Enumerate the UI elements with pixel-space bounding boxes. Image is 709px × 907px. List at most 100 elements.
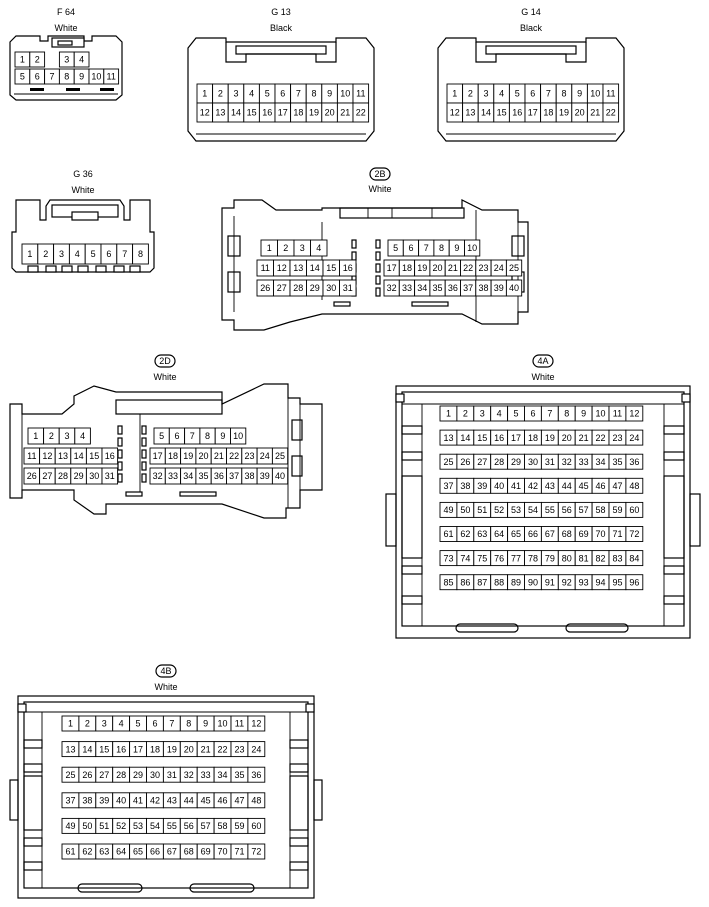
connector-g36-pin-label: 3 (59, 249, 64, 259)
connector-4a-pin-label: 88 (494, 577, 504, 587)
connector-4b-pin-cell (247, 792, 266, 809)
connector-2d-pin-label: 24 (260, 451, 270, 461)
connector-4b-pin-label: 64 (116, 847, 126, 857)
connector-4b-pin-label: 70 (218, 847, 228, 857)
connector-4b-pin-label: 56 (184, 821, 194, 831)
connector-f64-color: White (54, 23, 77, 33)
connector-4b-pin-label: 41 (133, 796, 143, 806)
connector-g14-pin-label: 19 (559, 108, 569, 118)
connector-2d-color: White (153, 372, 176, 382)
connector-4a-pin-label: 37 (443, 481, 453, 491)
connector-g13-pin-label: 20 (325, 108, 335, 118)
connector-4a-pin-label: 57 (579, 505, 589, 515)
connector-4b-pin-label: 31 (167, 770, 177, 780)
connector-g14-pin-label: 5 (515, 89, 520, 99)
connector-2d-pin-label: 12 (42, 451, 52, 461)
connector-g14-pin-label: 22 (606, 108, 616, 118)
connector-4a-pin-label: 75 (477, 553, 487, 563)
connector-2d-pin-label: 29 (74, 471, 84, 481)
connector-4a-pin-label: 91 (545, 577, 555, 587)
connector-2d-pin-label: 38 (244, 471, 254, 481)
connector-4b-pin-label: 43 (167, 796, 177, 806)
connector-2b-pin-label: 38 (478, 283, 488, 293)
connector-4a-pin-label: 83 (612, 553, 622, 563)
connector-2d-pin-label: 22 (229, 451, 239, 461)
connector-g36-pin-label: 4 (75, 249, 80, 259)
connector-4a-pin-label: 93 (579, 577, 589, 587)
connector-2d-pin-label: 10 (233, 431, 243, 441)
connector-4b-pin-label: 32 (184, 770, 194, 780)
connector-2b-color: White (368, 184, 391, 194)
connector-4a-pin-label: 55 (545, 505, 555, 515)
connector-f64-pin-cell (73, 51, 90, 68)
connector-4b-pin-label: 37 (65, 796, 75, 806)
connector-2b-pin-label: 23 (478, 263, 488, 273)
connector-g13-color: Black (270, 23, 293, 33)
connector-4b-pin-label: 22 (218, 744, 228, 754)
connector-4a-pin-label: 77 (511, 553, 521, 563)
connector-g36-pin-label: 8 (138, 249, 143, 259)
connector-4b-pin-label: 71 (234, 847, 244, 857)
connector-2d-pin-label: 5 (159, 431, 164, 441)
connector-2b-pin-cell (339, 279, 357, 297)
connector-2b-pin-cell (339, 259, 357, 277)
connector-4a-pin-label: 8 (564, 409, 569, 419)
connector-4a-pin-label: 85 (443, 577, 453, 587)
connector-4a-pin-cell (625, 477, 644, 494)
connector-2d-pin-label: 26 (27, 471, 37, 481)
connector-4a-pin-label: 58 (596, 505, 606, 515)
connector-4a-pin-label: 84 (629, 553, 639, 563)
connector-4a-pin-label: 48 (629, 481, 639, 491)
connector-2d-pin-label: 8 (205, 431, 210, 441)
connector-2b-pin-label: 33 (402, 283, 412, 293)
connector-4b-pin-label: 3 (102, 719, 107, 729)
connector-4b-pin-label: 13 (65, 744, 75, 754)
connector-g13-pin-label: 5 (265, 89, 270, 99)
connector-2d-pin-label: 27 (42, 471, 52, 481)
connector-4b-pin-label: 16 (116, 744, 126, 754)
connector-g14-pin-label: 18 (543, 108, 553, 118)
connector-4a-pin-label: 59 (612, 505, 622, 515)
connector-4a-pin-label: 52 (494, 505, 504, 515)
connector-4a-pin-label: 60 (629, 505, 639, 515)
connector-4b-pin-label: 1 (68, 719, 73, 729)
connector-4b-pin-label: 53 (133, 821, 143, 831)
connector-g36-code: G 36 (73, 169, 93, 179)
connector-2b-pin-label: 39 (494, 283, 504, 293)
connector-2d-pin-label: 1 (33, 431, 38, 441)
connector-4a-pin-label: 2 (463, 409, 468, 419)
connector-4b-pin-label: 59 (234, 821, 244, 831)
connector-2d-pin-label: 18 (168, 451, 178, 461)
connector-4b-pin-label: 50 (82, 821, 92, 831)
connector-2d-pin-cell (271, 447, 289, 465)
connector-4a-pin-label: 73 (443, 553, 453, 563)
connector-2d-pin-label: 9 (220, 431, 225, 441)
connector-2d-pin-label: 17 (153, 451, 163, 461)
connector-2b: 2B White (221, 167, 529, 331)
connector-4a-pin-label: 30 (528, 457, 538, 467)
connector-g14-pin-label: 4 (499, 89, 504, 99)
connector-2b-pin-cell (505, 279, 523, 297)
connector-4b-pin-label: 67 (167, 847, 177, 857)
connector-2b-pin-label: 21 (448, 263, 458, 273)
connector-g13-pin-label: 18 (293, 108, 303, 118)
connector-4b-pin-label: 20 (184, 744, 194, 754)
connector-4a-pin-cell (625, 526, 644, 542)
connector-2d-pin-cell (230, 427, 247, 445)
connector-4b-pin-label: 58 (218, 821, 228, 831)
connector-4b-pin-label: 66 (150, 847, 160, 857)
connector-g36-pin-cell (132, 243, 149, 265)
connector-4a-pin-label: 28 (494, 457, 504, 467)
connector-g13-pin-label: 10 (340, 89, 350, 99)
connector-2d-code-frame (154, 354, 176, 368)
connector-2d-pin-label: 7 (190, 431, 195, 441)
connector-4b-code: 4B (160, 666, 171, 676)
connector-2b-pin-label: 24 (494, 263, 504, 273)
connector-g14-color: Black (520, 23, 543, 33)
connector-f64-code: F 64 (57, 7, 75, 17)
